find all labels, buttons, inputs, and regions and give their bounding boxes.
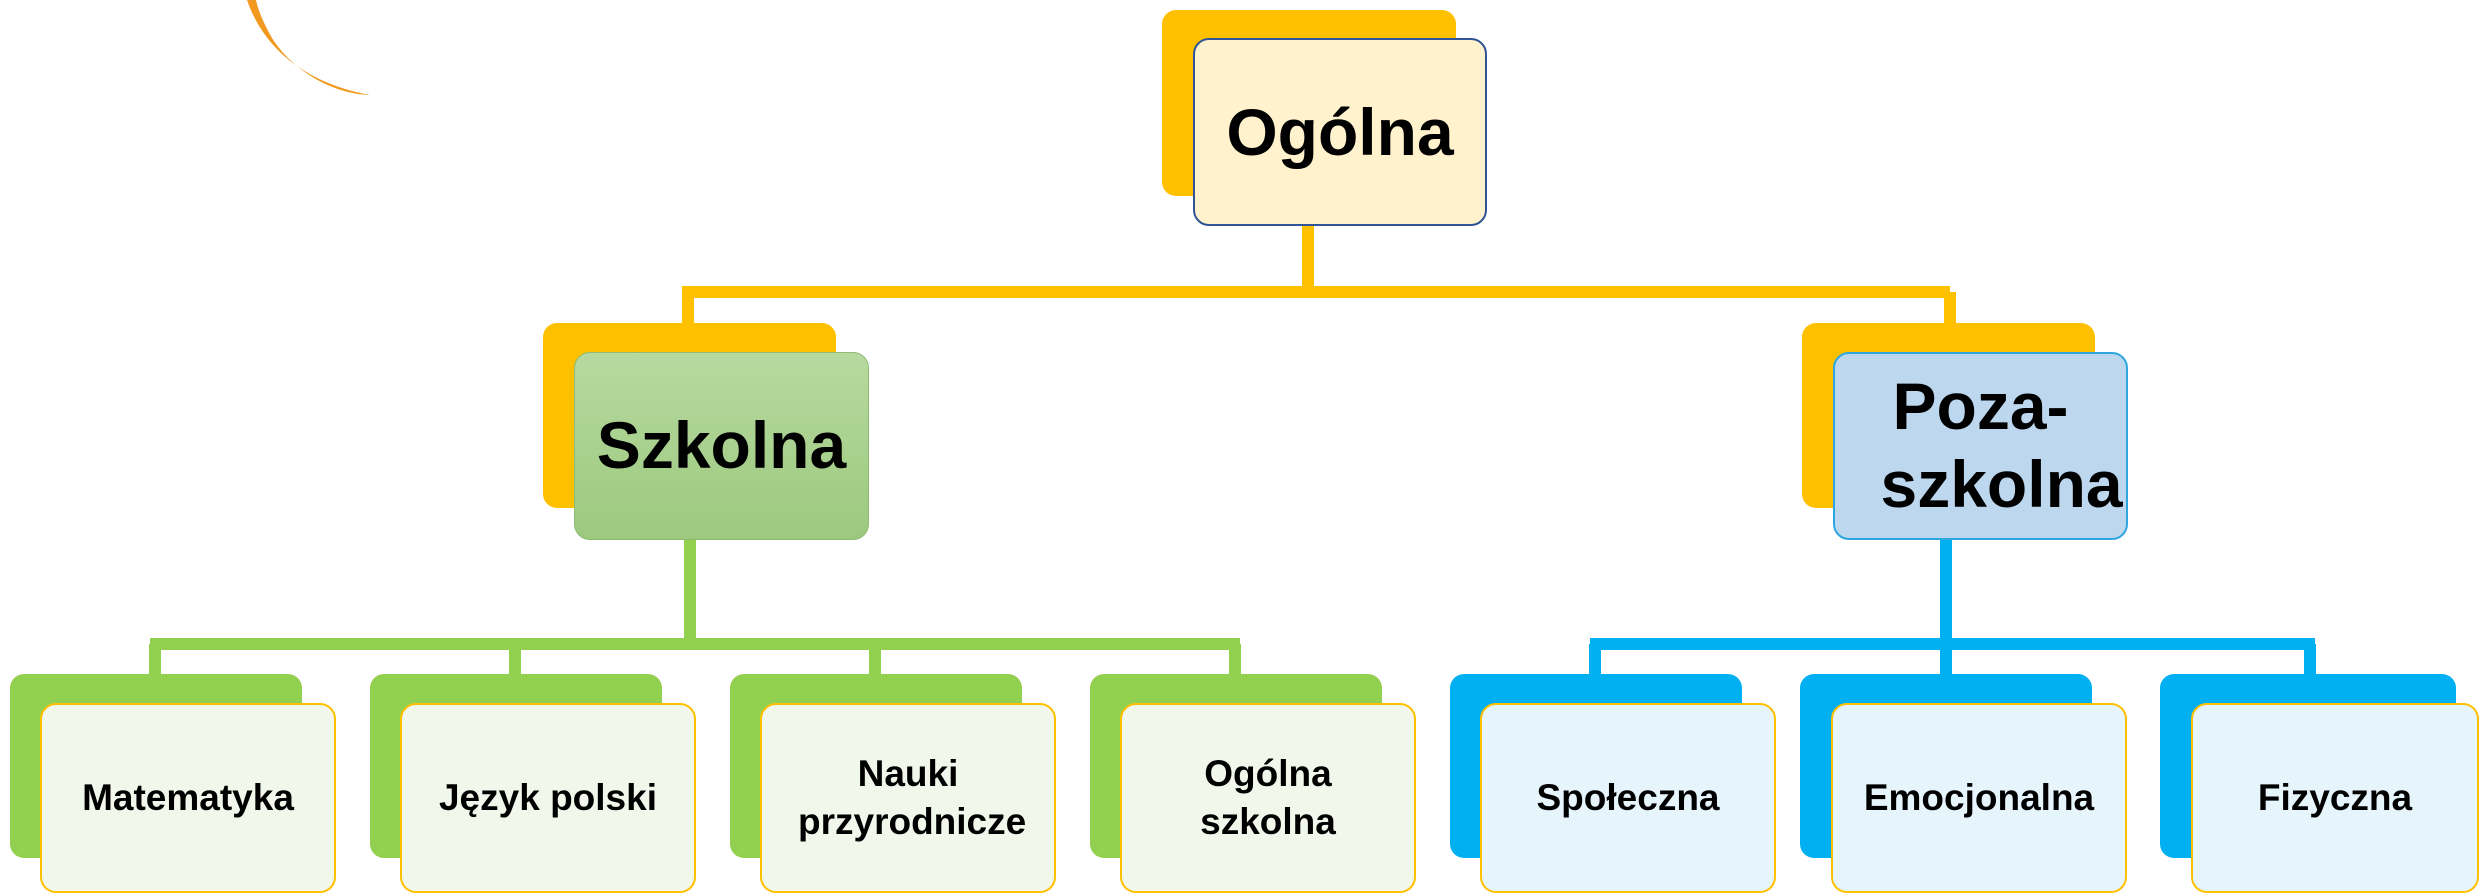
leaf-emocjonalna-box: Emocjonalna [1831,703,2127,893]
leaf-matematyka-box: Matematyka [40,703,336,893]
leaf-fizyczna-label: Fizyczna [2257,776,2413,818]
leaf-jezyk-polski-box: Język polski [400,703,696,893]
leaf-emocjonalna-label: Emocjonalna [1863,776,2095,818]
leaf-jezyk-polski-label: Język polski [438,776,657,818]
leaf-ogolna-szkolna-box: Ogólna szkolna [1120,703,1416,893]
leaf-ogolna-szkolna-label: Ogólna szkolna [1200,752,1336,842]
root-node-label: Ogólna [1226,95,1454,169]
szkolna-node-label: Szkolna [596,408,847,483]
leaf-spoleczna-label: Społeczna [1536,776,1720,818]
pozaszkolna-node-box: Poza-szkolna [1833,352,2128,540]
root-node-box: Ogólna [1193,38,1487,226]
pozaszkolna-node-label: Poza-szkolna [1880,369,2123,521]
leaf-nauki-przyrodnicze-label: Nauki przyrodnicze [798,752,1027,842]
szkolna-node-box: Szkolna [574,352,869,540]
leaf-nauki-przyrodnicze-box: Nauki przyrodnicze [760,703,1056,893]
leaf-matematyka-label: Matematyka [82,776,294,818]
leaf-fizyczna-box: Fizyczna [2191,703,2479,893]
leaf-spoleczna-box: Społeczna [1480,703,1776,893]
